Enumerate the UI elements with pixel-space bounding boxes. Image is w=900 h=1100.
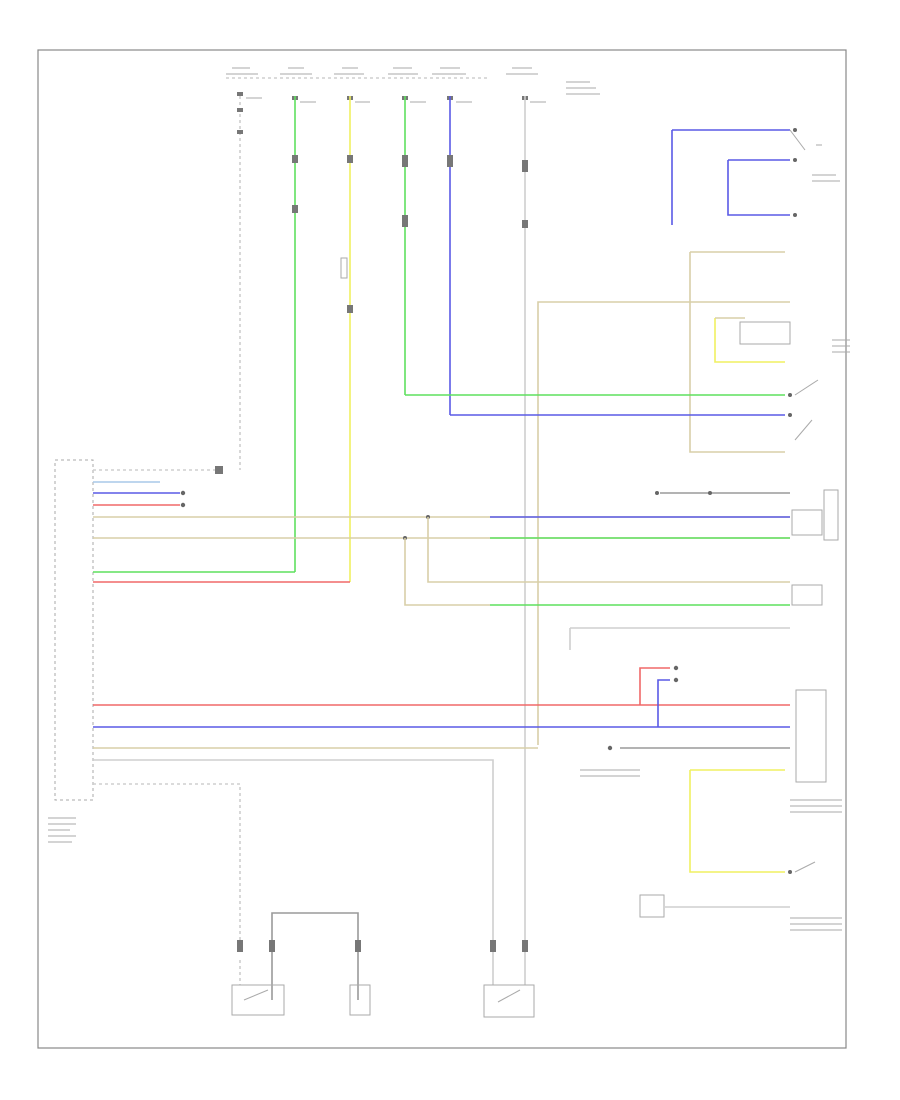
key-switch <box>483 984 535 1018</box>
wire-tan-left-box <box>689 252 785 453</box>
wire-tan-long <box>537 301 790 745</box>
wire-tan-branch-1 <box>427 517 790 583</box>
wire-blue-loop <box>727 159 790 216</box>
bcm-outline <box>54 459 94 801</box>
fuse-2 <box>280 67 316 103</box>
fuse-header-row <box>226 67 600 103</box>
door-switch-rh <box>349 984 371 1016</box>
brake-pedal-switch-area <box>405 251 850 745</box>
diagram-border <box>37 49 847 1049</box>
wire-bcm-gray-down <box>93 759 494 940</box>
wire-blue-top <box>671 129 790 225</box>
wire-yellow-box <box>714 318 785 363</box>
inline-connectors <box>237 108 528 313</box>
body-control-module <box>48 459 94 843</box>
wire-tan-branch-2 <box>404 538 490 606</box>
fuse-6 <box>506 67 600 103</box>
bottom-switches <box>231 912 535 1018</box>
door-switch-lh <box>231 984 285 1016</box>
sensor-area <box>639 769 842 931</box>
wire-bcm-dash-down <box>93 783 241 940</box>
stop-light-switch-area <box>671 128 840 225</box>
wire-bottom-loop <box>271 912 359 1000</box>
light-relay-area <box>580 665 827 783</box>
fuse-feed-wires <box>239 96 526 940</box>
fuse-1 <box>226 67 262 99</box>
wire-yellow-sensor <box>689 770 785 873</box>
door-switch-area <box>403 489 839 650</box>
bcm-harness <box>93 466 790 940</box>
fuse-4 <box>388 67 426 103</box>
fuse-5 <box>432 67 472 103</box>
fuse-3 <box>334 67 370 103</box>
